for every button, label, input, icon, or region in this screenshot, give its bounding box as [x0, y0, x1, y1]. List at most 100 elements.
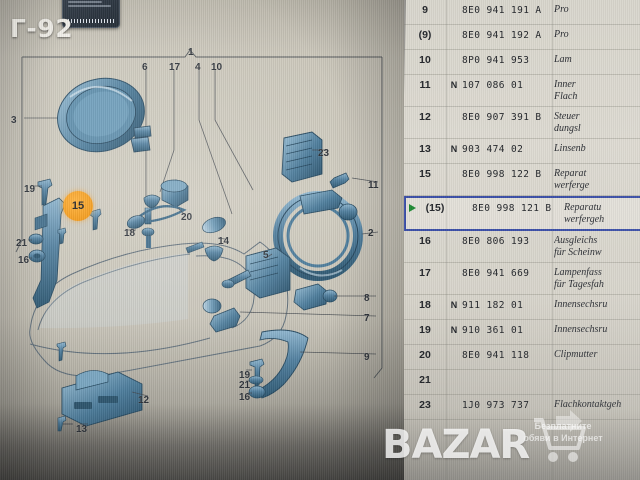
row-description: Innensechsru: [554, 298, 640, 311]
row-index: 12: [419, 111, 431, 123]
row-part-number: 910 361 01: [462, 325, 524, 336]
row-description-line1: Reparat: [554, 168, 587, 179]
row-part-number: 903 474 02: [462, 144, 524, 155]
row-description-line1: Pro: [554, 4, 569, 15]
column-separator-number: [552, 0, 553, 480]
row-prefix: [446, 28, 462, 30]
row-description-line1: Pro: [554, 29, 569, 40]
row-index: 15: [419, 168, 431, 180]
row-description-line2: dungsl: [554, 123, 581, 134]
table-row[interactable]: 21: [404, 370, 640, 395]
row-description-line1: Ausgleichs: [554, 235, 598, 246]
row-prefix: N: [450, 325, 458, 335]
row-part-number: 8E0 941 669: [462, 268, 530, 279]
diagram-callout: 18: [124, 228, 136, 239]
row-index: 19: [419, 324, 431, 336]
row-description-line2: werferge: [554, 180, 590, 191]
row-index: 16: [419, 235, 431, 247]
row-index: 11: [419, 79, 431, 91]
diagram-callout: 1: [188, 47, 194, 58]
diagram-callout: 19: [24, 184, 36, 195]
diagram-callout: 12: [138, 395, 150, 406]
diagram-callout: 7: [364, 313, 370, 324]
diagram-callout: 2: [368, 228, 374, 239]
row-description-line1: Innensechsru: [554, 299, 608, 310]
table-row[interactable]: 19 N 910 361 01 Innensechsru: [404, 320, 640, 345]
highlight-marker-label: 15: [71, 200, 85, 212]
diagram-callout: 6: [142, 62, 148, 73]
row-description-line1: Clipmutter: [554, 349, 598, 360]
diagram-callout: 19: [239, 370, 251, 381]
diagram-callout: 16: [18, 255, 30, 266]
headlight-exploded-diagram: [15, 49, 383, 432]
row-description-line2: werfergeh: [564, 214, 605, 225]
row-part-number: 8E0 998 122 B: [462, 169, 542, 180]
row-description-line1: Lam: [554, 54, 572, 65]
row-prefix: [446, 234, 462, 236]
diagram-callout: 10: [211, 62, 223, 73]
row-part-number: 107 086 01: [462, 80, 524, 91]
row-part-number: 8E0 998 121 B: [472, 203, 552, 214]
row-description: Clipmutter: [554, 348, 640, 361]
row-description-line2: für Scheinw: [554, 247, 602, 258]
diagram-callout: 5: [263, 250, 269, 261]
row-part-number: 8E0 806 193: [462, 236, 530, 247]
row-prefix: [446, 110, 462, 112]
column-separator-index: [446, 0, 447, 480]
row-index: 18: [419, 299, 431, 311]
diagram-callout: 11: [368, 180, 379, 191]
row-prefix: N: [450, 80, 458, 90]
diagram-callout: 8: [364, 293, 370, 304]
row-part-number: 8E0 941 191 A: [462, 5, 542, 16]
diagram-callout: 3: [11, 115, 17, 126]
diagram-callout: 21: [16, 238, 28, 249]
row-part-number: [462, 373, 554, 375]
row-description: Innensechsru: [554, 323, 640, 336]
row-index: 17: [419, 267, 431, 279]
highlight-marker-15[interactable]: 15: [63, 191, 93, 221]
row-prefix: N: [450, 144, 458, 154]
page-code: Г-92: [10, 14, 74, 43]
row-prefix: [446, 53, 462, 55]
row-part-number: 8E0 941 192 A: [462, 30, 542, 41]
row-description: Flachkontaktgeh: [554, 398, 640, 411]
row-index: 13: [419, 143, 431, 155]
row-index: 21: [419, 374, 431, 386]
diagram-callout: 9: [364, 352, 370, 363]
diagram-callout: 23: [318, 148, 330, 159]
row-prefix: [446, 398, 462, 400]
diagram-callout: 13: [76, 424, 88, 435]
row-part-number: 8P0 941 953: [462, 55, 530, 66]
row-index: 20: [419, 349, 431, 361]
diagram-callout: 21: [239, 380, 251, 391]
row-description-line2: für Tagesfah: [554, 279, 604, 290]
selected-row-arrow-icon: [409, 204, 416, 212]
diagram-callout: 16: [239, 392, 251, 403]
row-description-line1: Inner: [554, 79, 576, 90]
row-description-line1: Lampenfass: [554, 267, 602, 278]
diagram-callout: 17: [169, 62, 181, 73]
diagram-callout: 20: [181, 212, 193, 223]
row-description-line1: Steuer: [554, 111, 580, 122]
row-description: [554, 373, 640, 374]
